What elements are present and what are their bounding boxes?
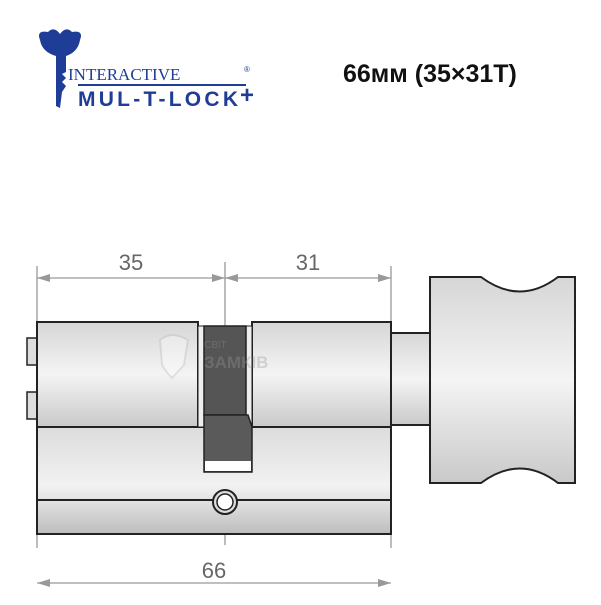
svg-text:СВІТ: СВІТ	[204, 340, 227, 351]
logo-registered: ®	[244, 65, 250, 74]
product-title: 66мм (35×31T)	[343, 60, 517, 88]
dimension-left: 35	[119, 250, 143, 275]
dimension-right: 31	[296, 250, 320, 275]
mul-t-lock-logo: INTERACTIVE ® MUL-T-LOCK +	[39, 29, 254, 111]
watermark: СВІТ ЗАМКІВ	[158, 334, 268, 380]
logo-brand-text: MUL-T-LOCK	[78, 88, 238, 111]
turn-knob	[429, 276, 576, 484]
logo-interactive-text: INTERACTIVE	[68, 65, 180, 84]
key-icon	[39, 29, 81, 108]
logo-plus: +	[240, 82, 254, 109]
dimension-total: 66	[202, 558, 226, 583]
svg-text:ЗАМКІВ: ЗАМКІВ	[204, 353, 268, 372]
dimension-arrows	[37, 274, 391, 587]
cylinder-body	[26, 276, 576, 535]
